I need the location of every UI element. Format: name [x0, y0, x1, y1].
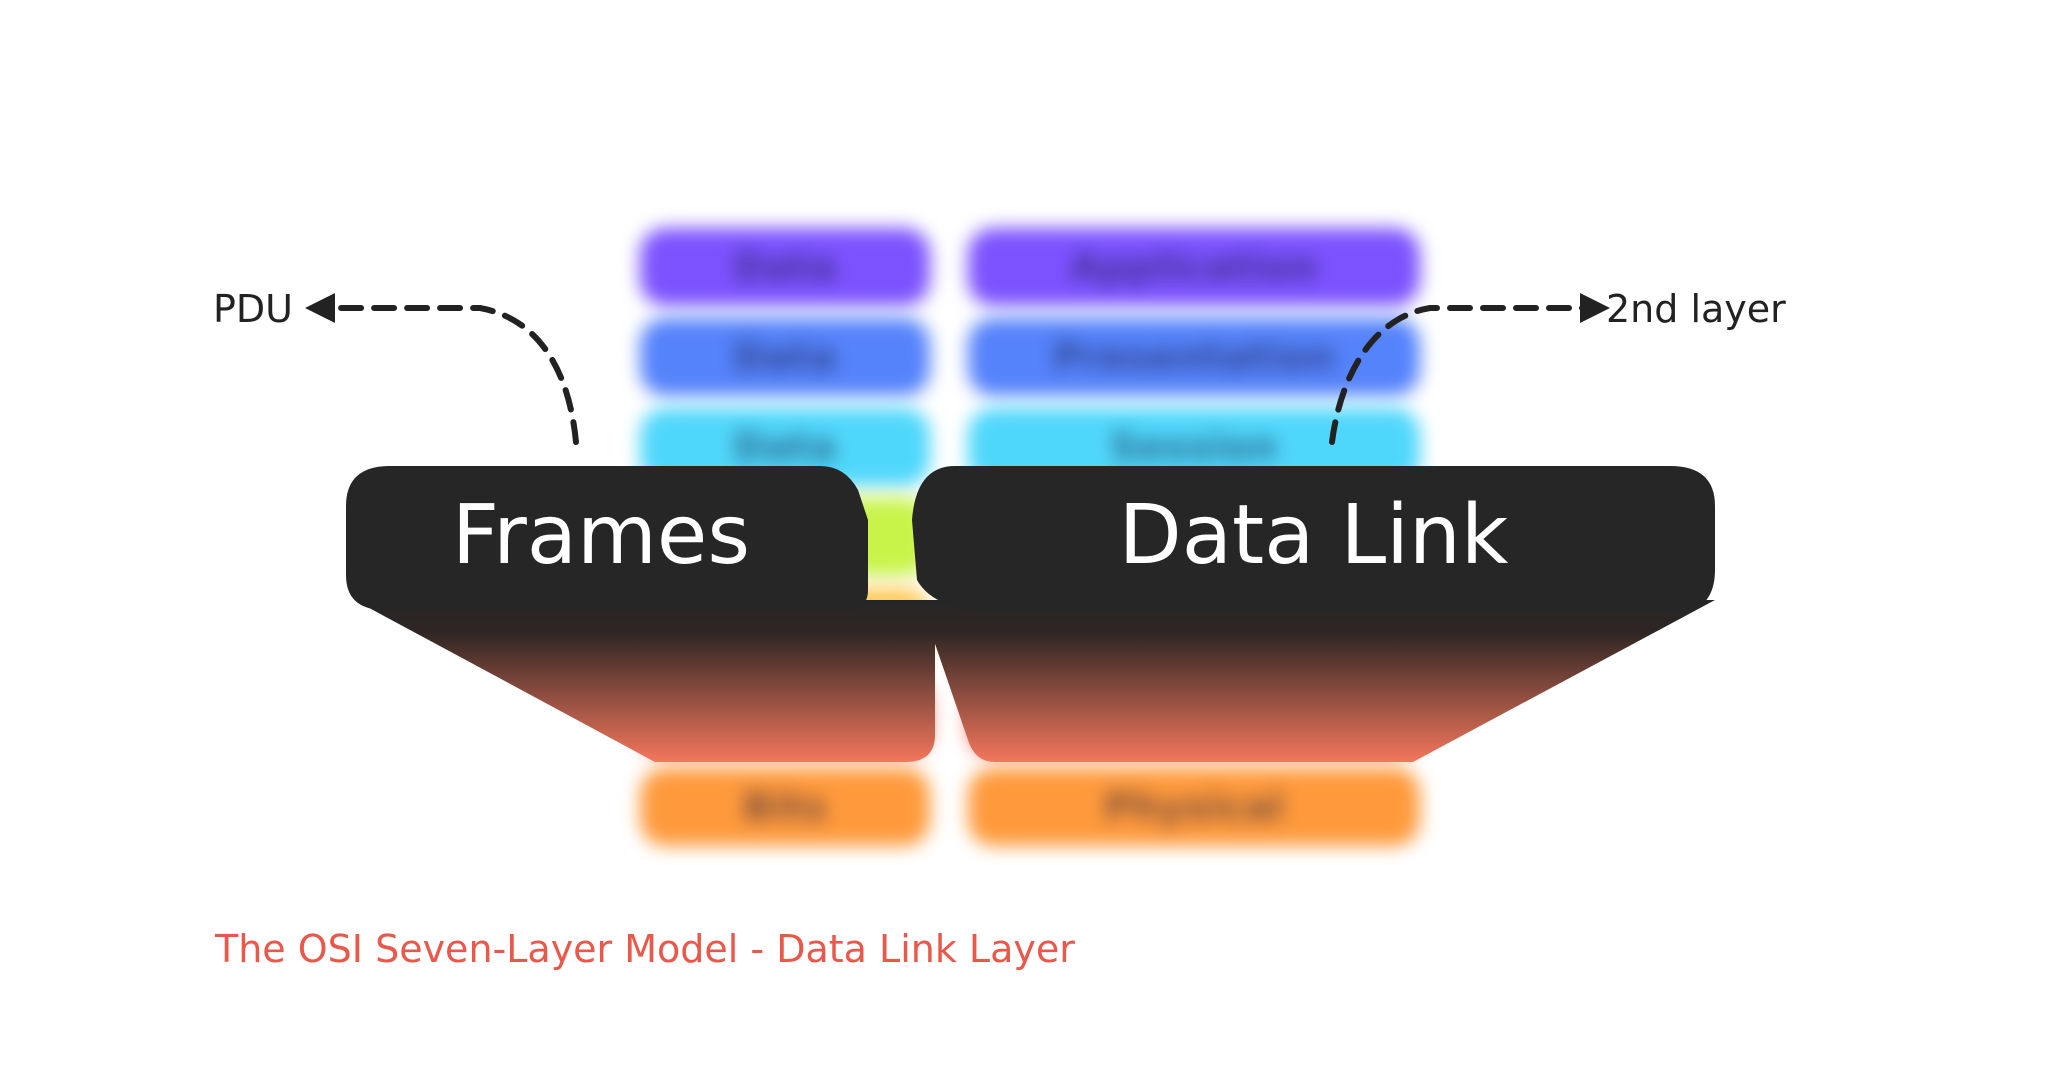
- frames-label: Frames: [451, 488, 751, 583]
- stack-pdu-row-2: Data: [640, 318, 930, 396]
- diagram-caption: The OSI Seven-Layer Model - Data Link La…: [215, 927, 1075, 971]
- layer-number-label: 2nd layer: [1606, 287, 1786, 331]
- data-link-label: Data Link: [1118, 488, 1509, 583]
- frames-magnifier-fade: [355, 600, 935, 762]
- stack-layer-row-7: Physical: [968, 768, 1420, 846]
- stack-layer-row-2: Presentation: [968, 318, 1420, 396]
- layer-dashed-arrow: [1329, 293, 1610, 445]
- data-link-magnifier-fade: [920, 600, 1715, 762]
- stack-pdu-row-7: Bits: [640, 768, 930, 846]
- data-link-panel-shape: [912, 466, 1715, 612]
- pdu-label: PDU: [213, 287, 293, 331]
- pdu-dashed-arrow: [305, 293, 579, 445]
- stack-pdu-row-1: Data: [640, 228, 930, 306]
- stack-layer-row-1: Application: [968, 228, 1420, 306]
- frames-panel-shape: [346, 466, 868, 610]
